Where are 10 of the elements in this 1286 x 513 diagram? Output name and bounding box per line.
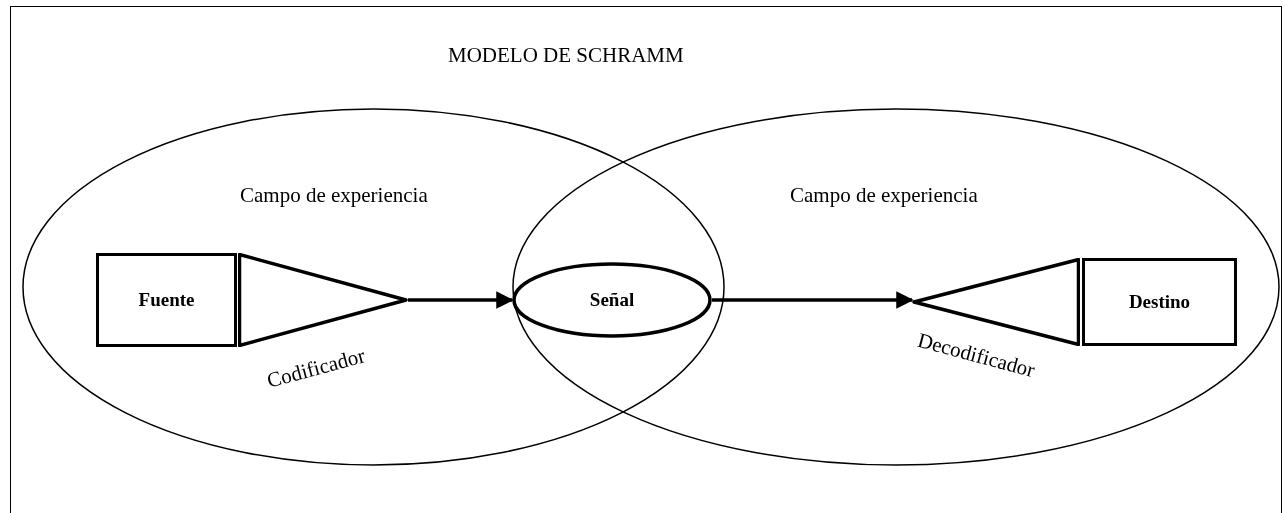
arrow — [712, 291, 914, 309]
signal-ellipse: Señal — [512, 262, 712, 338]
field-ellipse — [512, 108, 1280, 466]
arrow — [408, 291, 514, 309]
diagram-title: MODELO DE SCHRAMM — [448, 42, 684, 69]
field-label: Campo de experiencia — [240, 182, 428, 209]
field-label: Campo de experiencia — [790, 182, 978, 209]
process-box: Destino — [1082, 258, 1237, 346]
field-ellipse — [22, 108, 725, 466]
process-box: Fuente — [96, 253, 237, 347]
